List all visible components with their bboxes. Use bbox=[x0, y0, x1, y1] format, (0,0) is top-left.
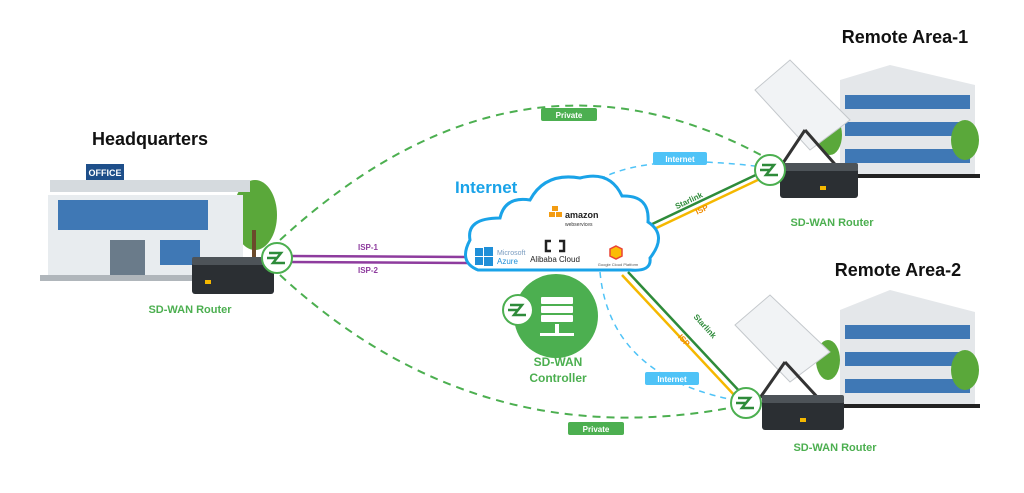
svg-text:webservices: webservices bbox=[565, 222, 593, 228]
azure-logo: Microsoft Azure bbox=[475, 247, 525, 266]
svg-text:Private: Private bbox=[556, 111, 583, 120]
hq-router[interactable] bbox=[192, 242, 293, 294]
internet-title: Internet bbox=[455, 178, 518, 197]
internet-badge-top: Internet bbox=[653, 152, 707, 165]
internet-cloud bbox=[464, 174, 660, 272]
starlink-isp-link-top bbox=[647, 170, 765, 233]
starlink-bottom-label: Starlink bbox=[692, 312, 719, 340]
private-link-bottom bbox=[279, 274, 746, 419]
alibaba-cloud-logo: Alibaba Cloud bbox=[530, 239, 580, 264]
isp1-label: ISP-1 bbox=[358, 243, 379, 252]
remote1-router-label: SD-WAN Router bbox=[790, 217, 874, 229]
google-cloud-logo: Google Cloud Platform bbox=[598, 245, 639, 267]
office-sign: OFFICE bbox=[89, 168, 122, 178]
remote2-router[interactable] bbox=[730, 387, 844, 430]
private-badge-top: Private bbox=[541, 108, 597, 121]
private-link-top bbox=[279, 104, 771, 241]
aws-logo: amazon webservices bbox=[549, 206, 599, 228]
private-badge-bottom: Private bbox=[568, 422, 624, 435]
internet-link-bottom bbox=[599, 271, 746, 403]
svg-text:Microsoft: Microsoft bbox=[497, 250, 525, 257]
remote2-router-label: SD-WAN Router bbox=[793, 442, 877, 454]
sd-wan-controller[interactable] bbox=[502, 274, 598, 358]
svg-text:Internet: Internet bbox=[665, 155, 695, 164]
controller-label-line1: SD-WAN bbox=[534, 355, 583, 369]
remote1-building bbox=[810, 65, 980, 178]
remote2-building bbox=[810, 290, 980, 408]
isp-links-hq bbox=[287, 254, 469, 265]
remote1-title: Remote Area-1 bbox=[842, 27, 968, 47]
svg-text:Azure: Azure bbox=[497, 257, 518, 266]
internet-badge-bottom: Internet bbox=[645, 372, 699, 385]
hq-title: Headquarters bbox=[92, 129, 208, 149]
isp2-label: ISP-2 bbox=[358, 266, 379, 275]
svg-text:Private: Private bbox=[583, 425, 610, 434]
hq-router-label: SD-WAN Router bbox=[148, 304, 232, 316]
controller-label-line2: Controller bbox=[529, 371, 587, 385]
remote1-router[interactable] bbox=[754, 154, 858, 198]
remote2-title: Remote Area-2 bbox=[835, 260, 961, 280]
svg-text:Internet: Internet bbox=[657, 375, 687, 384]
svg-text:Google Cloud Platform: Google Cloud Platform bbox=[598, 262, 639, 267]
svg-text:amazon: amazon bbox=[565, 210, 599, 220]
starlink-isp-link-bottom bbox=[621, 271, 743, 398]
svg-text:Alibaba Cloud: Alibaba Cloud bbox=[530, 255, 580, 264]
